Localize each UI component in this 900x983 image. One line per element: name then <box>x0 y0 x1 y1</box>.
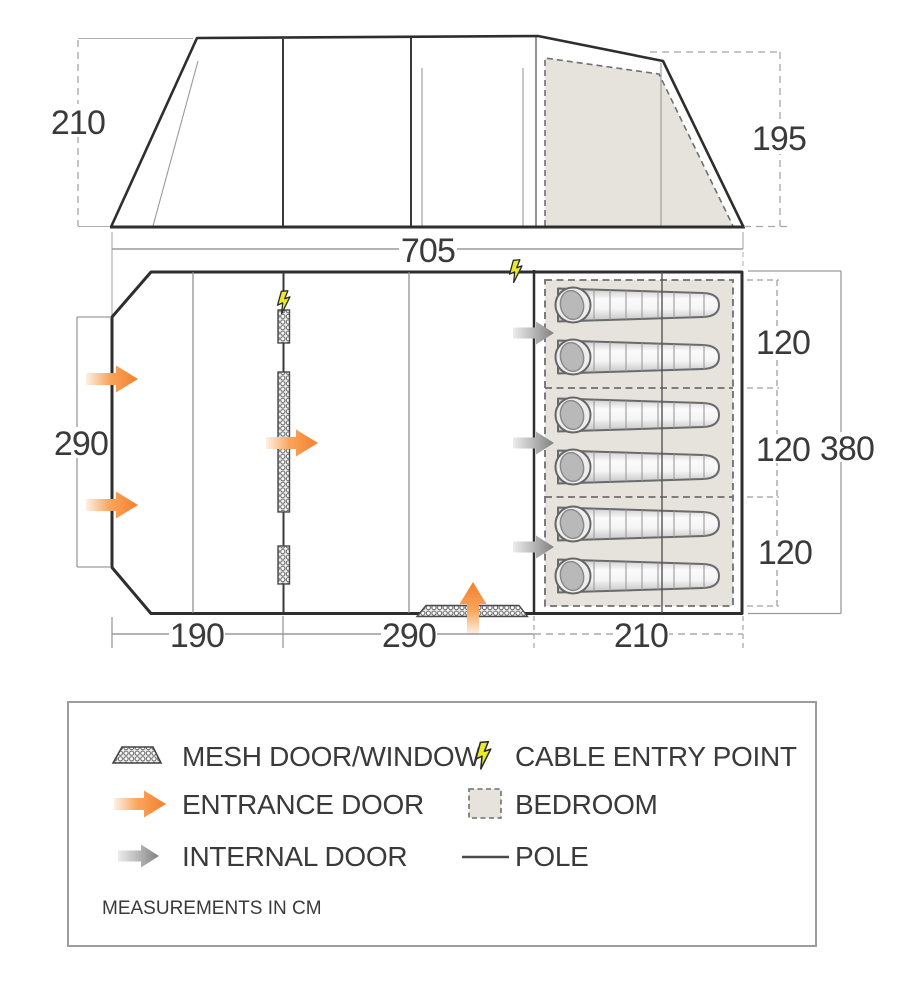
dim-overall-width: 705 <box>401 232 455 270</box>
dim-120-label-bg <box>756 327 810 356</box>
side-view-bedroom-area <box>545 58 733 226</box>
dim-190-label-bg <box>169 620 225 649</box>
bedroom-swatch-icon <box>468 788 502 819</box>
side-view-pole-lines <box>421 63 662 226</box>
dim-195-label-bg <box>751 121 808 154</box>
side-view-bedroom-dashed-outline <box>544 57 734 227</box>
legend-internal-label: INTERNAL DOOR <box>182 841 407 872</box>
dim-bottom-width-1: 190 <box>170 617 224 655</box>
side-view-tent-profile <box>109 34 745 228</box>
legend-bedroom-label: BEDROOM <box>515 789 658 820</box>
dim-height-right: 195 <box>752 120 806 158</box>
floor-plan: 290 120 120 120 380 190 290 210 <box>53 257 876 655</box>
dim-bedroom-section-3: 120 <box>758 534 812 572</box>
dim-bottom-width-3: 210 <box>614 617 668 655</box>
dim-bottom-width-2: 290 <box>382 617 436 655</box>
sleeping-bag <box>554 505 720 543</box>
side-view-inner-slope-line <box>152 60 199 227</box>
dim-height-left: 210 <box>51 104 105 142</box>
legend-pole-label: POLE <box>515 841 589 872</box>
sleeping-bag <box>554 557 720 595</box>
mesh-panel-top-icon <box>277 309 291 344</box>
bedroom-zone <box>544 279 734 607</box>
dim-380-label-bg <box>818 432 876 462</box>
dim-bottom-solid-ticks <box>111 616 284 648</box>
dim-120-label-bg <box>756 434 810 463</box>
dim-290-left-label-bg <box>53 427 109 458</box>
bedroom-section-dividers <box>545 387 733 498</box>
dim-left-depth: 290 <box>54 425 108 463</box>
side-view-section-lines <box>282 38 412 226</box>
legend-measurements-note: MEASUREMENTS IN CM <box>102 898 322 919</box>
dim-705-label-bg <box>399 233 457 264</box>
legend-cable-label: CABLE ENTRY POINT <box>515 741 797 772</box>
legend: MESH DOOR/WINDOW CABLE ENTRY POINT ENTRA… <box>67 701 817 947</box>
dim-bedroom-section-2: 120 <box>756 431 810 469</box>
floor-plan-pole-lines <box>192 272 410 613</box>
sleeping-bag <box>554 286 720 324</box>
side-view: 210 195 705 <box>49 34 808 317</box>
dim-210-bottom-label-bg <box>613 620 669 649</box>
mesh-swatch-icon <box>111 746 163 764</box>
sleeping-bag <box>554 396 720 434</box>
dim-120-label-bg <box>758 537 812 566</box>
legend-entrance-label: ENTRANCE DOOR <box>182 789 424 820</box>
sleeping-bag <box>554 448 720 486</box>
sleeping-bag <box>554 338 720 376</box>
dim-290-bottom-label-bg <box>381 620 437 649</box>
mesh-panel-lower-icon <box>277 545 291 585</box>
legend-box <box>67 701 817 947</box>
legend-mesh-label: MESH DOOR/WINDOW <box>182 741 481 772</box>
dim-210-label-bg <box>49 104 106 137</box>
dim-bedroom-section-1: 120 <box>756 324 810 362</box>
dim-overall-depth: 380 <box>820 430 874 468</box>
